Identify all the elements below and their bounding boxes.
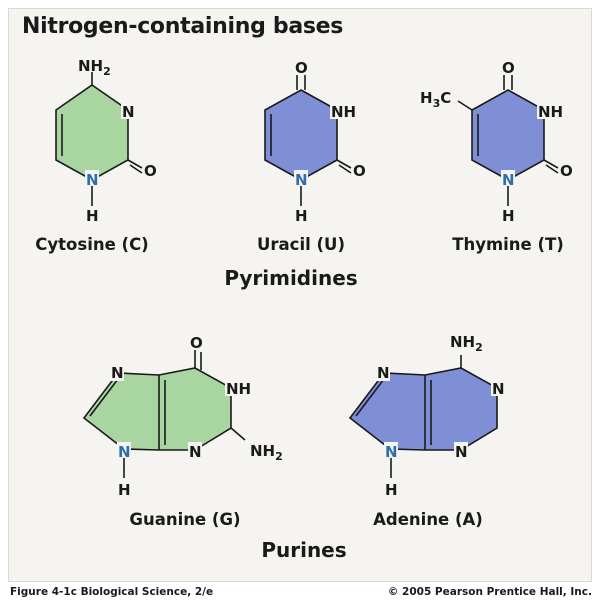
thymine-h3c-label: H3C — [420, 89, 451, 110]
guanine-n7-label: N — [111, 364, 124, 382]
guanine-ring — [82, 367, 232, 451]
figure-caption: Figure 4-1c Biological Science, 2/e — [10, 586, 214, 598]
guanine-nh-label: NH — [226, 380, 251, 398]
thymine-o2-label: O — [560, 162, 573, 180]
guanine-h-label: H — [118, 481, 131, 499]
cytosine-n3-label: N — [122, 103, 135, 121]
adenine-name: Adenine (A) — [373, 510, 483, 529]
adenine-n3-label: N — [455, 443, 468, 461]
diagram-title: Nitrogen-containing bases — [22, 14, 344, 39]
thymine-name: Thymine (T) — [452, 235, 564, 254]
uracil-o4-label: O — [295, 59, 308, 77]
thymine-n1-label: N — [502, 171, 515, 189]
uracil-n1-label: N — [295, 171, 308, 189]
cytosine-h-label: H — [86, 207, 99, 225]
guanine-name: Guanine (G) — [129, 510, 241, 529]
uracil-o2-label: O — [353, 162, 366, 180]
cytosine-name: Cytosine (C) — [35, 235, 149, 254]
guanine-n9-label: N — [118, 443, 131, 461]
guanine-o-label: O — [190, 334, 203, 352]
adenine-n9-label: N — [385, 443, 398, 461]
copyright-notice: © 2005 Pearson Prentice Hall, Inc. — [387, 586, 592, 598]
guanine-nh2-label: NH2 — [250, 442, 283, 463]
pyrimidines-label: Pyrimidines — [224, 266, 358, 290]
uracil-h-label: H — [295, 207, 308, 225]
adenine-ring — [348, 367, 498, 451]
adenine-n7-label: N — [377, 364, 390, 382]
purines-label: Purines — [261, 538, 347, 562]
adenine-n1-label: N — [492, 380, 505, 398]
cytosine-o-label: O — [144, 162, 157, 180]
cytosine-n1-label: N — [86, 171, 99, 189]
adenine-h-label: H — [385, 481, 398, 499]
uracil-nh-label: NH — [331, 103, 356, 121]
cytosine-nh2-label: NH2 — [78, 57, 111, 78]
thymine-nh-label: NH — [538, 103, 563, 121]
adenine-nh2-label: NH2 — [450, 333, 483, 354]
guanine-n3-label: N — [189, 443, 202, 461]
thymine-h-label: H — [502, 207, 515, 225]
uracil-name: Uracil (U) — [257, 235, 345, 254]
thymine-o4-label: O — [502, 59, 515, 77]
